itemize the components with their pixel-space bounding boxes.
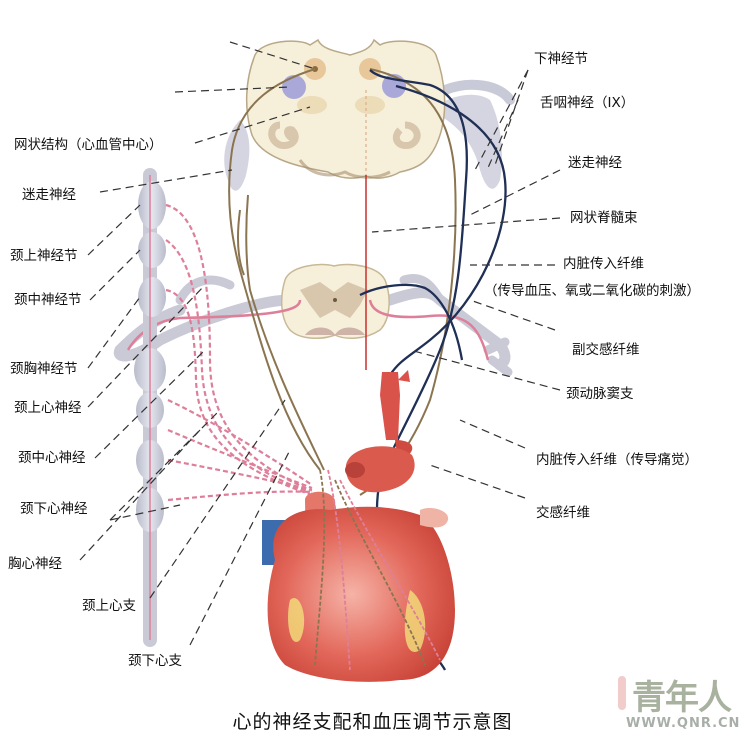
label-superior-cervical-ganglion: 颈上神经节 — [10, 248, 78, 264]
reticular-left — [297, 96, 327, 114]
medulla-outline — [245, 38, 446, 179]
label-vagus-left: 迷走神经 — [22, 187, 76, 203]
label-superior-cardiac-branch: 颈上心支 — [82, 598, 136, 614]
label-cervicothoracic-ganglion: 颈胸神经节 — [10, 361, 78, 377]
spinal-cord-section — [113, 263, 513, 377]
label-parasympathetic: 副交感纤维 — [572, 342, 640, 358]
label-reticulospinal-tract: 网状脊髓束 — [570, 210, 638, 226]
reticular-right — [355, 96, 385, 114]
spinal-nerve-right — [384, 287, 511, 371]
label-glossopharyngeal: 舌咽神经（IX） — [540, 95, 635, 111]
watermark-url: WWW.QNR.CN — [626, 716, 741, 731]
sympathetic-trunk — [134, 168, 313, 647]
label-thoracic-cardiac-nerve: 胸心神经 — [8, 556, 62, 572]
spinal-nerve-left — [113, 294, 296, 362]
label-sympathetic: 交感纤维 — [536, 505, 590, 521]
watermark: 青年人 WWW.QNR.CN — [616, 668, 741, 740]
watermark-brand: 青年人 — [632, 678, 732, 718]
label-middle-cervical-ganglion: 颈中神经节 — [14, 292, 82, 308]
heart-body — [267, 506, 455, 682]
figure-title: 心的神经支配和血压调节示意图 — [232, 711, 513, 733]
carotid-artery — [380, 372, 400, 440]
label-visceral-afferent-pain: 内脏传入纤维（传导痛觉） — [536, 452, 698, 468]
ganglion-middle — [138, 277, 166, 317]
aortic-arch — [345, 446, 415, 493]
label-inferior-ganglion: 下神经节 — [534, 51, 588, 67]
nucleus-left-blue — [282, 75, 306, 99]
heart — [262, 370, 455, 682]
ganglion-superior — [138, 181, 166, 229]
watermark-lantern-icon — [618, 676, 626, 710]
label-inferior-cardiac-branch: 颈下心支 — [128, 653, 182, 669]
label-reticular-formation: 网状结构（心血管中心） — [14, 137, 163, 153]
medulla-section — [224, 38, 515, 191]
leader-lines — [79, 41, 561, 646]
label-inferior-cardiac-nerve: 颈下心神经 — [20, 501, 88, 517]
label-visceral-afferent: 内脏传入纤维 — [563, 256, 644, 272]
label-superior-cardiac-nerve: 颈上心神经 — [14, 400, 82, 416]
label-visceral-afferent-note: （传导血压、氧或二氧化碳的刺激） — [484, 283, 700, 299]
label-vagus-right: 迷走神经 — [568, 155, 622, 171]
label-middle-cardiac-nerve: 颈中心神经 — [18, 450, 86, 466]
right-nerve-root — [430, 94, 502, 189]
label-carotid-sinus-branch: 颈动脉窦支 — [566, 386, 634, 402]
